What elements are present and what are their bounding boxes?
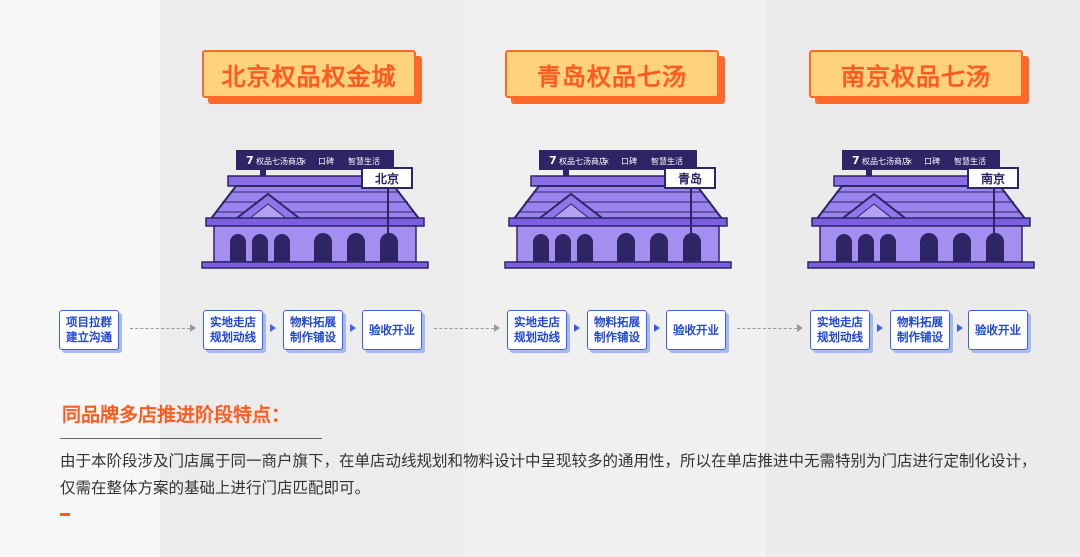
- city-title: 南京权品七汤: [841, 62, 991, 91]
- storefront-drawing: 7 权品七汤商店 × 口碑 智慧生活 青岛: [504, 150, 732, 269]
- svg-text:智慧生活: 智慧生活: [348, 156, 380, 166]
- node-face: 物料拓展 制作铺设: [890, 310, 950, 350]
- node-line-2: 规划动线: [817, 330, 863, 344]
- flow-step-survey-beijing: 实地走店 规划动线: [203, 310, 266, 353]
- dashed-arrowhead-1: [190, 324, 196, 332]
- node-face: 验收开业: [362, 310, 422, 350]
- node-line-2: 规划动线: [210, 330, 256, 344]
- node-line-2: 制作铺设: [897, 330, 943, 344]
- svg-text:智慧生活: 智慧生活: [651, 156, 683, 166]
- svg-text:×: ×: [906, 157, 913, 166]
- section-title: 同品牌多店推进阶段特点：: [62, 404, 291, 426]
- node-line-1: 验收开业: [975, 322, 1021, 337]
- step-arrow: [270, 324, 276, 332]
- node-line-1: 物料拓展: [594, 315, 640, 329]
- node-face: 实地走店 规划动线: [810, 310, 870, 350]
- node-line-1: 验收开业: [369, 322, 415, 337]
- storefront-drawing: 7 权品七汤商店 × 口碑 智慧生活 北京: [201, 150, 429, 269]
- step-arrow: [957, 324, 963, 332]
- node-face: 项目拉群 建立沟通: [59, 310, 119, 350]
- node-line-2: 规划动线: [514, 330, 560, 344]
- storefront-illustration-nanjing: 7 权品七汤商店 × 口碑 智慧生活 南京: [807, 150, 1035, 269]
- svg-text:7: 7: [549, 154, 557, 167]
- svg-text:北京: 北京: [375, 171, 399, 186]
- card-face: 青岛权品七汤: [505, 50, 719, 98]
- section-description: 由于本阶段涉及门店属于同一商户旗下，在单店动线规划和物料设计中呈现较多的通用性，…: [60, 452, 1037, 497]
- storefront-drawing: 7 权品七汤商店 × 口碑 智慧生活 南京: [807, 150, 1035, 269]
- card-face: 南京权品七汤: [809, 50, 1023, 98]
- svg-text:×: ×: [300, 157, 307, 166]
- flow-step-materials-qingdao: 物料拓展 制作铺设: [587, 310, 650, 353]
- step-arrow: [654, 324, 660, 332]
- svg-text:青岛: 青岛: [678, 171, 702, 186]
- dashed-connector-2: [434, 328, 494, 329]
- svg-text:口碑: 口碑: [318, 156, 334, 166]
- city-title: 青岛权品七汤: [537, 62, 687, 91]
- svg-text:南京: 南京: [981, 171, 1005, 186]
- node-line-1: 实地走店: [514, 315, 560, 329]
- node-line-1: 实地走店: [210, 315, 256, 329]
- node-line-1: 验收开业: [673, 322, 719, 337]
- storefront-illustration-beijing: 7 权品七汤商店 × 口碑 智慧生活 北京: [201, 150, 429, 269]
- node-line-2: 制作铺设: [290, 330, 336, 344]
- flow-step-materials-nanjing: 物料拓展 制作铺设: [890, 310, 953, 353]
- node-face: 验收开业: [666, 310, 726, 350]
- step-arrow: [877, 324, 883, 332]
- node-face: 实地走店 规划动线: [203, 310, 263, 350]
- node-line-2: 建立沟通: [66, 330, 112, 344]
- flow-step-survey-nanjing: 实地走店 规划动线: [810, 310, 873, 353]
- city-card-qingdao: 青岛权品七汤: [505, 50, 725, 104]
- svg-text:口碑: 口碑: [621, 156, 637, 166]
- flow-step-opening-qingdao: 验收开业: [666, 310, 729, 353]
- card-face: 北京权品权金城: [202, 50, 416, 98]
- flow-step-survey-qingdao: 实地走店 规划动线: [507, 310, 570, 353]
- dashed-arrowhead-3: [797, 324, 803, 332]
- svg-text:权品七汤商店: 权品七汤商店: [256, 156, 304, 166]
- dashed-connector-1: [130, 328, 190, 329]
- flow-start-node: 项目拉群 建立沟通: [59, 310, 122, 353]
- svg-text:权品七汤商店: 权品七汤商店: [862, 156, 910, 166]
- svg-text:智慧生活: 智慧生活: [954, 156, 986, 166]
- step-arrow: [574, 324, 580, 332]
- node-line-2: 制作铺设: [594, 330, 640, 344]
- node-line-1: 实地走店: [817, 315, 863, 329]
- svg-text:7: 7: [246, 154, 254, 167]
- node-line-1: 物料拓展: [897, 315, 943, 329]
- city-title: 北京权品权金城: [221, 62, 397, 91]
- accent-bar: [60, 513, 70, 516]
- dashed-connector-3: [737, 328, 797, 329]
- node-face: 物料拓展 制作铺设: [283, 310, 343, 350]
- node-line-1: 项目拉群: [66, 315, 112, 329]
- svg-text:口碑: 口碑: [924, 156, 940, 166]
- title-divider: [60, 438, 322, 439]
- flow-step-opening-nanjing: 验收开业: [968, 310, 1031, 353]
- dashed-arrowhead-2: [494, 324, 500, 332]
- node-line-1: 物料拓展: [290, 315, 336, 329]
- node-face: 实地走店 规划动线: [507, 310, 567, 350]
- storefront-illustration-qingdao: 7 权品七汤商店 × 口碑 智慧生活 青岛: [504, 150, 732, 269]
- city-card-nanjing: 南京权品七汤: [809, 50, 1029, 104]
- node-face: 验收开业: [968, 310, 1028, 350]
- flow-step-opening-beijing: 验收开业: [362, 310, 425, 353]
- node-face: 物料拓展 制作铺设: [587, 310, 647, 350]
- city-card-beijing: 北京权品权金城: [202, 50, 422, 104]
- svg-text:7: 7: [852, 154, 860, 167]
- flow-step-materials-beijing: 物料拓展 制作铺设: [283, 310, 346, 353]
- svg-text:×: ×: [603, 157, 610, 166]
- step-arrow: [350, 324, 356, 332]
- svg-text:权品七汤商店: 权品七汤商店: [559, 156, 607, 166]
